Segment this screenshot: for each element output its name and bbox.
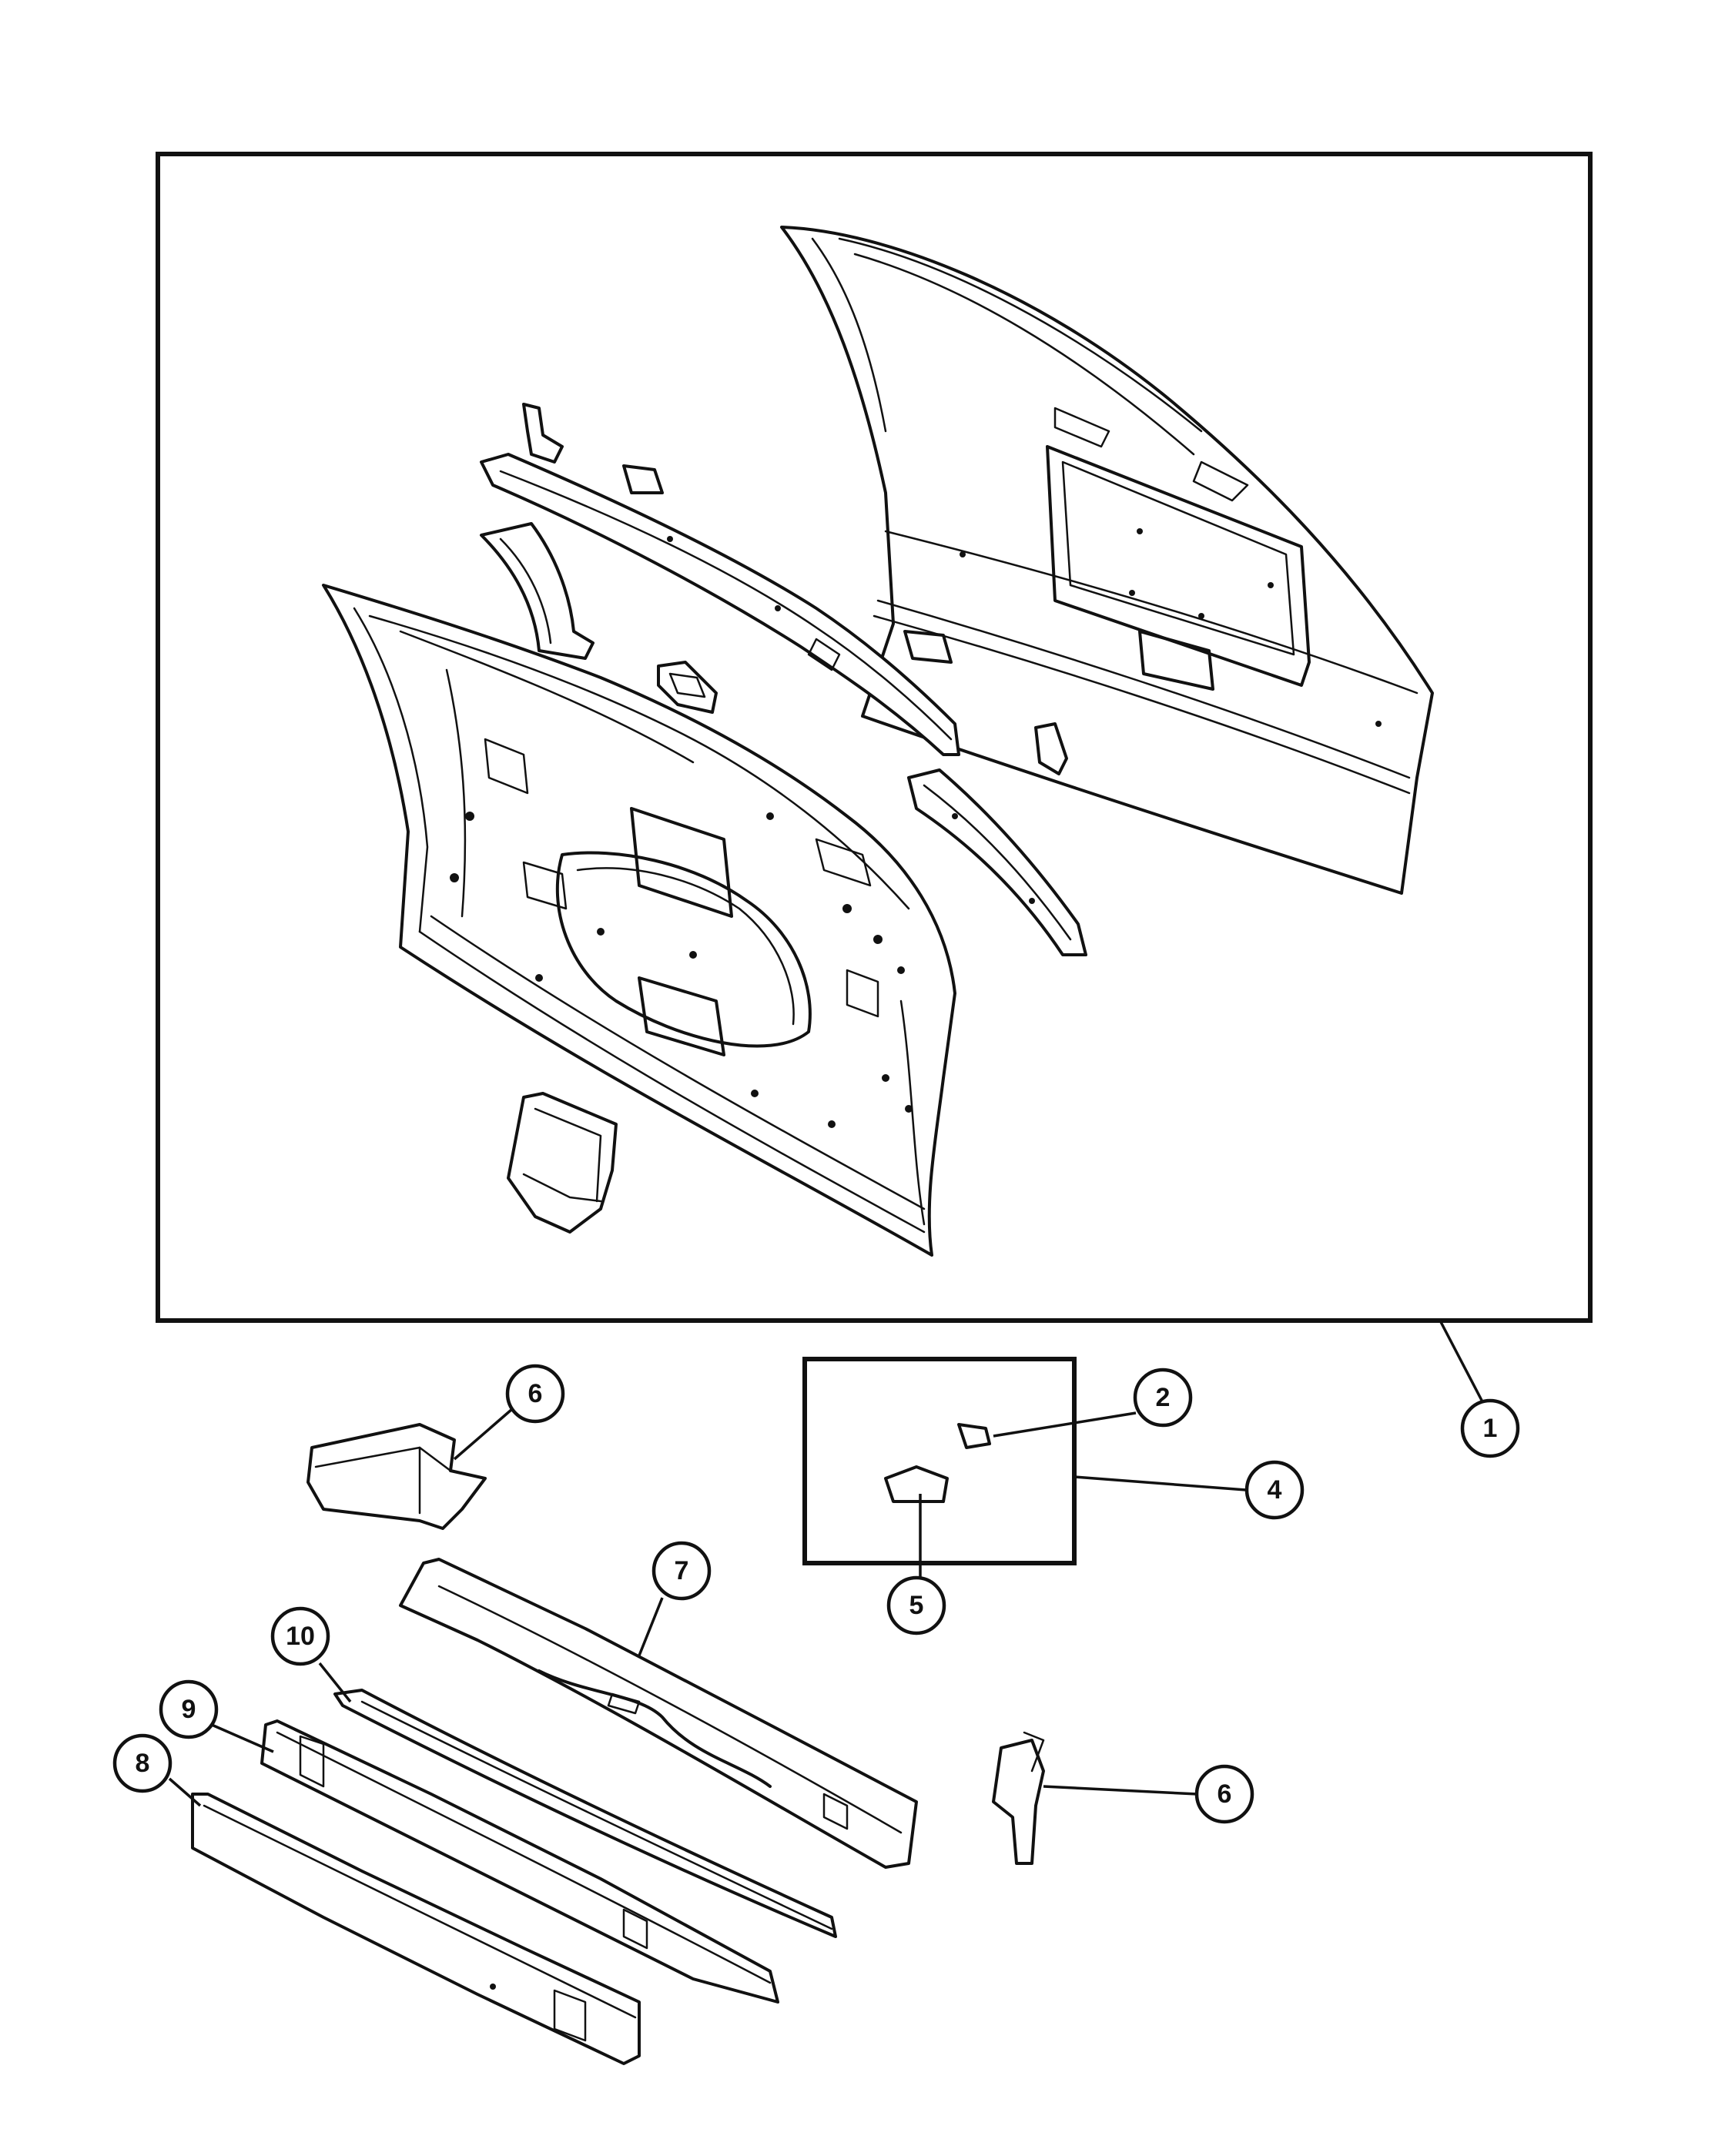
roof-bow-icon xyxy=(480,453,960,756)
callout-8: 8 xyxy=(112,1733,172,1793)
callout-label: 6 xyxy=(1218,1779,1232,1809)
latch-bracket-icon xyxy=(657,661,718,714)
bracket-kit-frame xyxy=(802,1357,1077,1565)
callout-2: 2 xyxy=(1133,1368,1193,1428)
callout-label: 7 xyxy=(675,1556,689,1585)
callout-label: 5 xyxy=(909,1591,924,1620)
callout-1: 1 xyxy=(1460,1398,1520,1458)
latch-reinforcement-icon xyxy=(507,1092,618,1234)
callout-label: 4 xyxy=(1268,1475,1282,1505)
small-hinge-bracket-icon xyxy=(884,1423,991,1503)
callout-label: 6 xyxy=(528,1379,543,1408)
callout-label: 10 xyxy=(286,1622,315,1651)
leader-lines xyxy=(168,1320,1488,1807)
pillar-extension-lower-icon xyxy=(992,1731,1045,1865)
hinge-reinforcement-icon xyxy=(522,403,1068,775)
callout-4: 4 xyxy=(1244,1460,1305,1520)
reinforcement-bracket-icon xyxy=(480,522,595,660)
callout-7: 7 xyxy=(651,1541,712,1601)
liftgate-outer-panel-icon xyxy=(780,226,1434,895)
callout-10: 10 xyxy=(270,1606,330,1666)
sill-reinforcement-icon xyxy=(191,1793,641,2065)
liftgate-inner-panel-icon xyxy=(322,584,956,1257)
cross-member-icon xyxy=(333,1689,837,1938)
callout-label: 8 xyxy=(136,1749,150,1778)
callout-label: 2 xyxy=(1156,1383,1171,1412)
callout-label: 9 xyxy=(182,1695,196,1724)
callout-9: 9 xyxy=(159,1679,219,1739)
lower-rail-icon xyxy=(260,1719,779,2004)
sill-panel-icon xyxy=(399,1558,918,1869)
callout-6-upper: 6 xyxy=(505,1364,565,1424)
callout-6-lower: 6 xyxy=(1194,1764,1254,1824)
liftgate-assembly-frame xyxy=(156,152,1593,1323)
roof-rail-reinforcement-icon xyxy=(907,768,1087,956)
pillar-extension-icon xyxy=(306,1423,487,1530)
callout-5: 5 xyxy=(886,1575,946,1635)
callout-label: 1 xyxy=(1483,1414,1498,1443)
